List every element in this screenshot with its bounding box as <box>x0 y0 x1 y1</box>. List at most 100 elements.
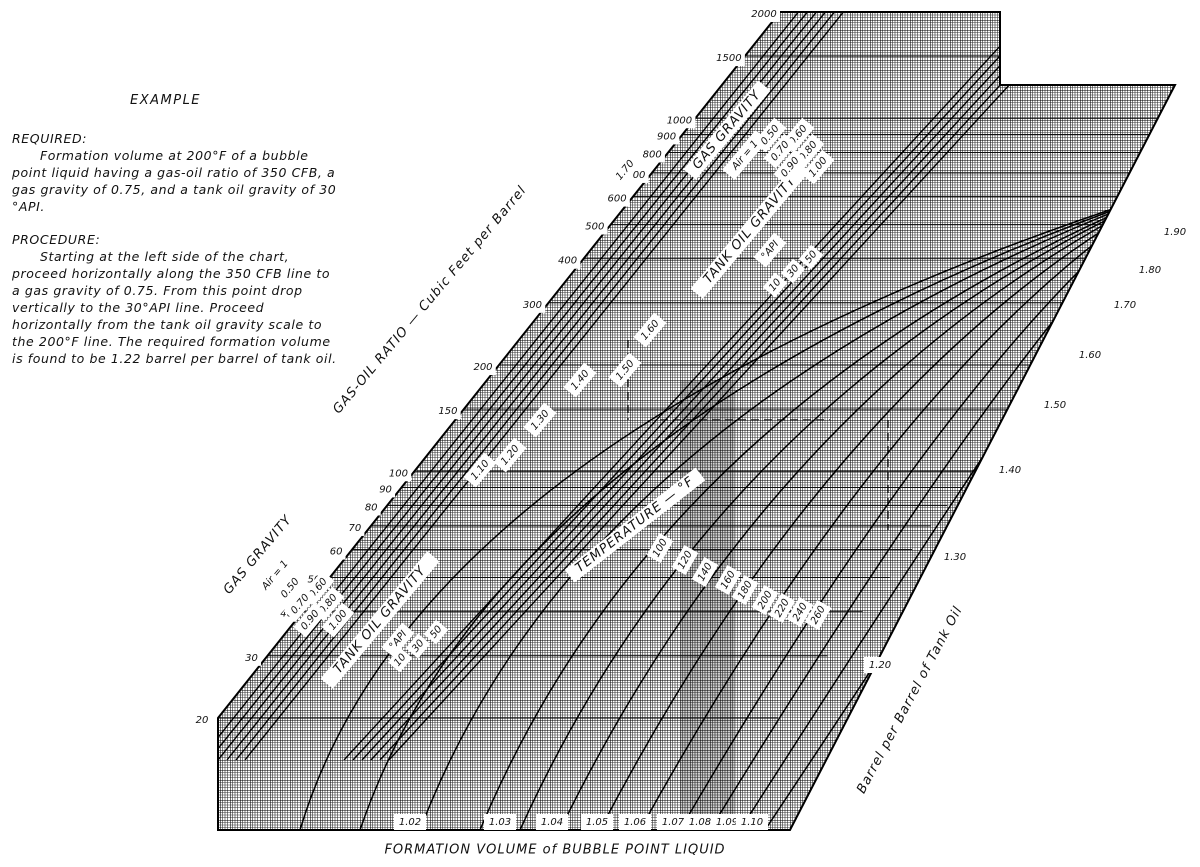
gor-tick-label-bg <box>639 146 665 163</box>
temperature-value-bg <box>671 544 699 576</box>
gor-tick-label: 90 <box>379 484 392 495</box>
right-tick-label-bg <box>1074 347 1106 363</box>
gor-tick-label-bg <box>192 712 212 728</box>
gor-tick-label: 20 <box>196 715 209 726</box>
right-tick-label-group: 1.60 <box>1074 347 1106 363</box>
gor-tick-label-bg <box>663 112 696 129</box>
gor-tick-label: 200 <box>473 362 492 373</box>
api-value-upper-group: 30 <box>780 258 806 284</box>
bottom-tick-label: 1.08 <box>689 817 711 828</box>
gor-tick-label-group: 2000 <box>748 6 780 22</box>
right-tick-label: 1.60 <box>1079 350 1101 361</box>
api-value-bg <box>387 647 413 673</box>
oil-gravity-line <box>388 19 1070 761</box>
gor-tick-label: 60 <box>330 547 343 558</box>
gor-tick-label: 400 <box>558 256 577 267</box>
oil-gravity-line <box>361 19 1043 761</box>
tank-oil-label-upper-bg <box>690 161 810 299</box>
bottom-tick-label-bg <box>711 814 743 830</box>
gor-tick-label-bg <box>361 499 381 516</box>
bottom-tick-label-group: 1.08 <box>684 814 716 830</box>
bottom-tick-label-group: 1.10 <box>736 814 768 830</box>
right-tick-label: 1.70 <box>1114 300 1136 311</box>
oil-gravity-line <box>379 19 1061 761</box>
gas-gravity-value-upper-bg <box>773 149 807 185</box>
temperature-curve <box>559 189 1171 830</box>
gor-tick-label-group: 800 <box>639 146 665 163</box>
gor-tick-label: 1000 <box>667 115 692 126</box>
right-tick-label: 1.50 <box>1044 400 1066 411</box>
example-title: EXAMPLE <box>130 93 202 108</box>
temperature-value-bg <box>731 574 759 606</box>
bottom-tick-label: 1.06 <box>624 817 646 828</box>
api-value-upper-group: 10 <box>762 272 788 298</box>
right-tick-label-group: 1.80 <box>1134 262 1166 278</box>
band-scale-label-bg <box>563 362 597 398</box>
gor-tick-label: 150 <box>438 406 457 417</box>
gas-gravity-value-bg <box>293 602 327 638</box>
bottom-tick-label-group: 1.09 <box>711 814 743 830</box>
bottom-tick-label-bg <box>484 814 516 830</box>
procedure-text: Starting at the left side of the chart, … <box>12 249 337 366</box>
gor-tick-label: 700 <box>626 170 645 181</box>
temperature-value-group: 240 <box>786 596 814 628</box>
gor-tick-label-group: 150 <box>435 403 461 420</box>
temperature-value-bg <box>691 556 719 588</box>
right-tick-label-bg <box>939 549 971 565</box>
right-tick-label-bg <box>994 462 1026 478</box>
gor-tick-label-group: 60 <box>326 543 346 560</box>
gor-tick-label-group: 20 <box>192 712 212 728</box>
gor-tick-label-bg <box>241 649 261 666</box>
gor-tick-label: 1500 <box>716 53 741 64</box>
bottom-tick-label-group: 1.05 <box>581 814 613 830</box>
gas-air-label-lower-bg <box>252 550 298 600</box>
example-path <box>627 340 889 530</box>
gor-tick-label: 300 <box>523 300 542 311</box>
api-value-bg <box>423 619 449 645</box>
temperature-value-bg <box>751 584 779 616</box>
tank-oil-label-lower-bg <box>320 551 440 689</box>
right-tick-label-group: 1.70 <box>1109 297 1141 313</box>
api-label-upper-bg <box>753 232 787 268</box>
bottom-tick-label: 1.05 <box>586 817 608 828</box>
temperature-value-group: 200 <box>751 584 779 616</box>
gas-gravity-label-upper-bg <box>683 80 771 180</box>
temperature-curve <box>519 189 1171 830</box>
right-tick-label-group: 1.20 <box>864 657 896 673</box>
temperature-value-bg <box>804 599 832 631</box>
gor-tick-label-bg <box>582 218 608 235</box>
gor-tick-label-bg <box>748 6 780 22</box>
gor-tick-label: 50 <box>307 575 320 586</box>
gor-tick-label-group: 500 <box>582 218 608 235</box>
temperature-value-group: 140 <box>691 556 719 588</box>
gor-tick-label: 900 <box>657 131 676 142</box>
gor-tick-label-group: 1500 <box>712 50 745 67</box>
gor-tick-label-group: 200 <box>470 359 496 375</box>
api-value-bg <box>405 633 431 659</box>
band-scale-label-bg <box>493 437 527 473</box>
gor-tick-label-group: 600 <box>604 190 630 207</box>
gor-tick-label-group: 300 <box>519 296 546 313</box>
gor-tick-label-bg <box>653 128 680 145</box>
right-tick-label: 1.20 <box>869 660 891 671</box>
oil-gravity-line <box>370 19 1052 761</box>
gas-gravity-value-upper-bg <box>753 117 787 153</box>
gor-tick-label-group: 30 <box>241 649 261 666</box>
right-tick-label: 1.90 <box>1164 227 1186 238</box>
gor-tick-label: 80 <box>365 502 378 513</box>
right-tick-label-group: 1.50 <box>1039 397 1071 413</box>
api-value-upper-group: 50 <box>798 244 824 270</box>
gor-tick-label: 500 <box>585 222 604 233</box>
required-heading: REQUIRED: <box>12 131 88 146</box>
gor-tick-label-group: 400 <box>554 252 581 269</box>
bottom-tick-label-bg <box>619 814 651 830</box>
bottom-tick-label-bg <box>684 814 716 830</box>
gor-tick-label: 2000 <box>751 9 776 20</box>
temperature-curve <box>419 189 1171 830</box>
right-tick-label-bg <box>864 657 896 673</box>
temperature-value-group: 220 <box>768 592 796 624</box>
temperature-value-group: 160 <box>714 564 742 596</box>
shaded-band <box>680 380 735 830</box>
gas-gravity-value-bg <box>273 570 307 606</box>
bottom-tick-label-bg <box>736 814 768 830</box>
